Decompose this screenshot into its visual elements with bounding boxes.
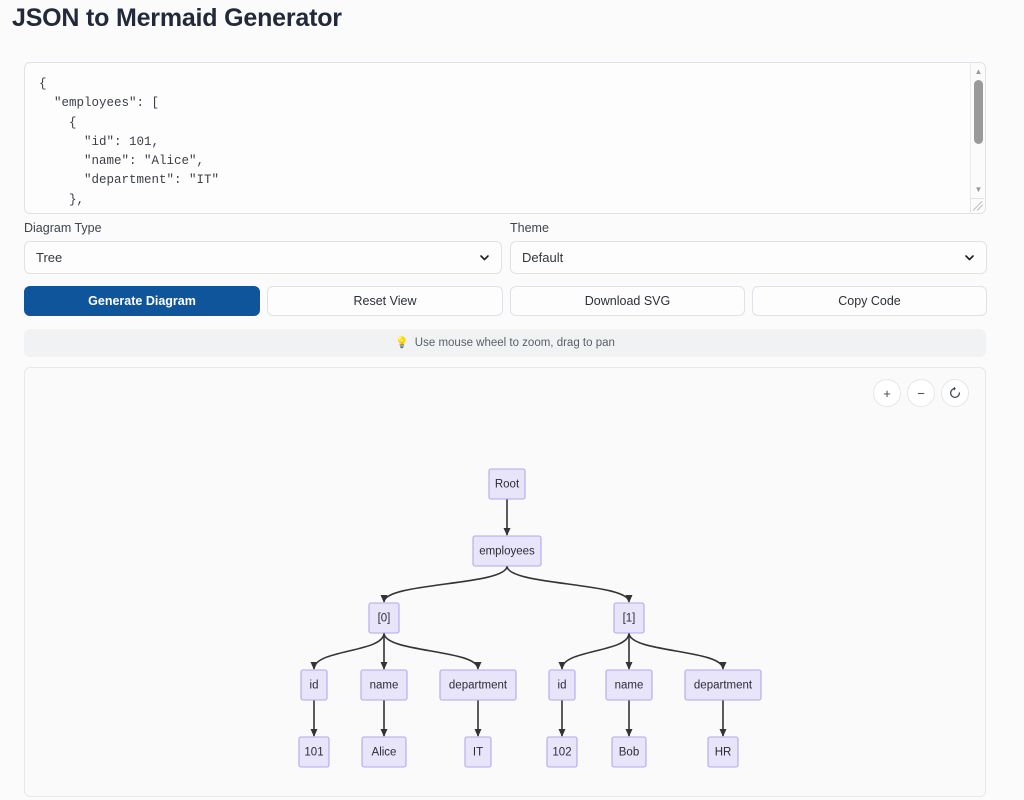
tree-node-label: id xyxy=(310,680,319,692)
reset-zoom-button[interactable] xyxy=(941,379,969,407)
tree-diagram: Root employees [0] [1] id name department id nam… xyxy=(298,468,762,768)
tree-node-label: 101 xyxy=(304,747,323,759)
tree-node[interactable]: name xyxy=(360,669,408,701)
diagram-canvas[interactable]: + − Root employees [0] [1] id name department i… xyxy=(24,367,986,797)
tree-node[interactable]: employees xyxy=(472,535,542,567)
textarea-resize-handle[interactable] xyxy=(970,198,984,212)
tree-node[interactable]: 102 xyxy=(546,736,578,768)
tree-node[interactable]: IT xyxy=(464,736,492,768)
tree-edge xyxy=(506,565,633,603)
textarea-scrollbar[interactable]: ▲ ▼ xyxy=(970,63,985,213)
tree-node-label: IT xyxy=(473,747,483,759)
tree-node[interactable]: [0] xyxy=(368,602,400,634)
tree-node-label: HR xyxy=(715,747,732,759)
scroll-up-arrow-icon[interactable]: ▲ xyxy=(974,66,983,76)
tree-node-label: Bob xyxy=(619,747,639,759)
scroll-down-arrow-icon[interactable]: ▼ xyxy=(974,184,983,194)
tree-node-label: department xyxy=(694,680,753,692)
zoom-controls: + − xyxy=(873,379,969,407)
zoom-out-button[interactable]: − xyxy=(907,379,935,407)
json-input[interactable] xyxy=(25,63,973,213)
tree-node[interactable]: HR xyxy=(707,736,739,768)
lightbulb-icon: 💡 xyxy=(395,336,409,349)
tree-node-label: [1] xyxy=(623,613,636,625)
diagram-type-label: Diagram Type xyxy=(24,221,102,235)
json-editor-container: ▲ ▼ xyxy=(24,62,986,214)
tree-node-label: name xyxy=(370,680,399,692)
tree-edge xyxy=(628,632,727,670)
hint-text: Use mouse wheel to zoom, drag to pan xyxy=(414,337,615,349)
tree-node[interactable]: [1] xyxy=(613,602,645,634)
tree-node[interactable]: id xyxy=(300,669,328,701)
tree-edge xyxy=(380,565,508,603)
tree-edge xyxy=(383,632,482,670)
tree-node-label: department xyxy=(449,680,508,692)
tree-node[interactable]: Alice xyxy=(361,736,407,768)
tree-node-label: name xyxy=(615,680,644,692)
reset-view-button[interactable]: Reset View xyxy=(267,286,503,316)
tree-node-label: Root xyxy=(495,479,520,491)
scrollbar-thumb[interactable] xyxy=(974,80,983,144)
tree-node-label: 102 xyxy=(552,747,571,759)
zoom-in-button[interactable]: + xyxy=(873,379,901,407)
diagram-type-select[interactable]: TreeFlowchartClass DiagramMindmapGraph xyxy=(24,241,502,274)
reset-rotate-icon xyxy=(949,386,961,399)
theme-label: Theme xyxy=(510,221,549,235)
tree-node[interactable]: Root xyxy=(488,468,526,500)
tree-node-label: id xyxy=(558,680,567,692)
tree-node[interactable]: department xyxy=(684,669,762,701)
tree-node[interactable]: Bob xyxy=(611,736,647,768)
tree-node-label: Alice xyxy=(372,747,397,759)
copy-code-button[interactable]: Copy Code xyxy=(752,286,987,316)
download-svg-button[interactable]: Download SVG xyxy=(510,286,745,316)
hint-bar: 💡 Use mouse wheel to zoom, drag to pan xyxy=(24,329,986,357)
tree-node[interactable]: department xyxy=(439,669,517,701)
tree-edge xyxy=(558,632,630,670)
tree-node[interactable]: 101 xyxy=(298,736,330,768)
tree-node[interactable]: id xyxy=(548,669,576,701)
theme-select[interactable]: DefaultForestDarkNeutralBase xyxy=(510,241,987,274)
tree-node-label: [0] xyxy=(378,613,391,625)
tree-edge xyxy=(310,632,385,670)
tree-node[interactable]: name xyxy=(605,669,653,701)
page-title: JSON to Mermaid Generator xyxy=(12,4,342,32)
tree-node-label: employees xyxy=(479,546,535,558)
generate-diagram-button[interactable]: Generate Diagram xyxy=(24,286,260,316)
